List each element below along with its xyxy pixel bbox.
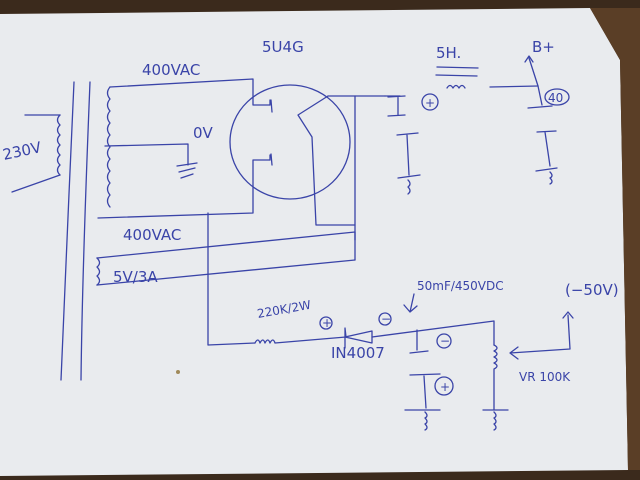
hv-secondary-winding: [97, 78, 271, 219]
bias-cap-label: 50mF/450VDC: [417, 279, 504, 293]
center-tap-label: 0V: [193, 124, 214, 142]
choke: [435, 66, 539, 89]
paper-sheet: [0, 8, 628, 476]
primary-winding: [11, 114, 61, 193]
potentiometer-label: VR 100K: [519, 370, 571, 384]
cap2-value: 40: [548, 91, 563, 105]
diode-label: IN4007: [331, 344, 385, 362]
rectifier-tube: [229, 84, 386, 261]
choke-label: 5H.: [436, 44, 461, 62]
desk-edge: [590, 8, 640, 470]
filter-capacitor-1: [384, 93, 439, 195]
cap1-polarity: +: [425, 96, 435, 110]
filter-capacitor-2: [524, 55, 570, 185]
secondary-top-label: 400VAC: [142, 61, 200, 79]
paper-stain: [176, 370, 180, 374]
transformer-core: [60, 81, 91, 381]
secondary-bottom-label: 400VAC: [123, 226, 181, 244]
b-plus-label: B+: [532, 38, 555, 56]
bias-cap-neg-mark: −: [440, 334, 450, 348]
diode-cathode-mark: −: [381, 312, 391, 326]
tube-label: 5U4G: [262, 38, 304, 56]
bias-output-label: (−50V): [565, 281, 619, 299]
bias-cap-pos-mark: +: [440, 380, 450, 394]
diode-anode-mark: +: [322, 316, 332, 330]
bias-supply: [207, 212, 574, 431]
filament-label: 5V/3A: [113, 268, 158, 286]
